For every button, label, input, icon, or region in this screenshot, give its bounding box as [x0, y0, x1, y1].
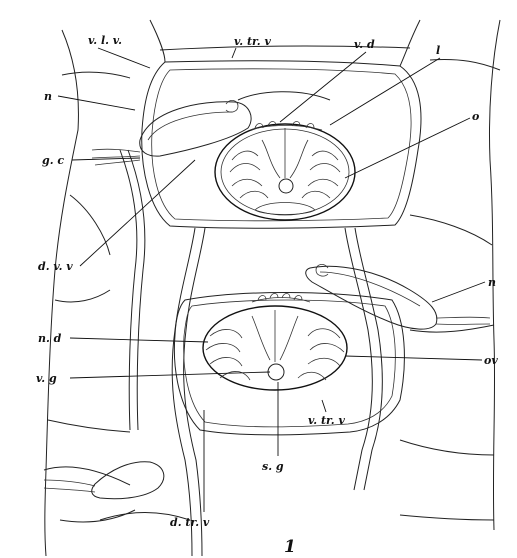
label-s-g: s. g	[262, 460, 284, 473]
label-l: l	[436, 44, 440, 57]
label-v-d-top: v. d	[354, 38, 375, 51]
label-ov: ov	[484, 354, 498, 367]
label-d-tr-v: d. tr. v	[170, 516, 210, 529]
label-n-d: n. d	[38, 332, 62, 345]
label-v-l-v: v. l. v.	[88, 34, 122, 47]
label-g-c: g. c	[42, 154, 64, 167]
lower-gland	[306, 264, 490, 329]
upper-ovary-rosette	[215, 122, 355, 221]
label-v-g: v. g	[36, 372, 57, 385]
figure-number: 1	[284, 537, 296, 557]
label-o-top: o	[472, 110, 479, 123]
lower-ovary-rosette	[203, 294, 347, 391]
label-n-left: n	[44, 90, 52, 103]
label-n-right: n	[488, 276, 496, 289]
upper-gland	[92, 92, 330, 165]
label-d-v-v: d. v. v	[38, 260, 73, 273]
body-outline	[44, 20, 500, 556]
label-v-tr-v: v. tr. v	[234, 35, 271, 48]
labels: v. tr. v v. l. v. v. d l n o g. c d. v. …	[36, 34, 498, 557]
label-v-tr-v-lower: v. tr. v	[308, 414, 345, 427]
